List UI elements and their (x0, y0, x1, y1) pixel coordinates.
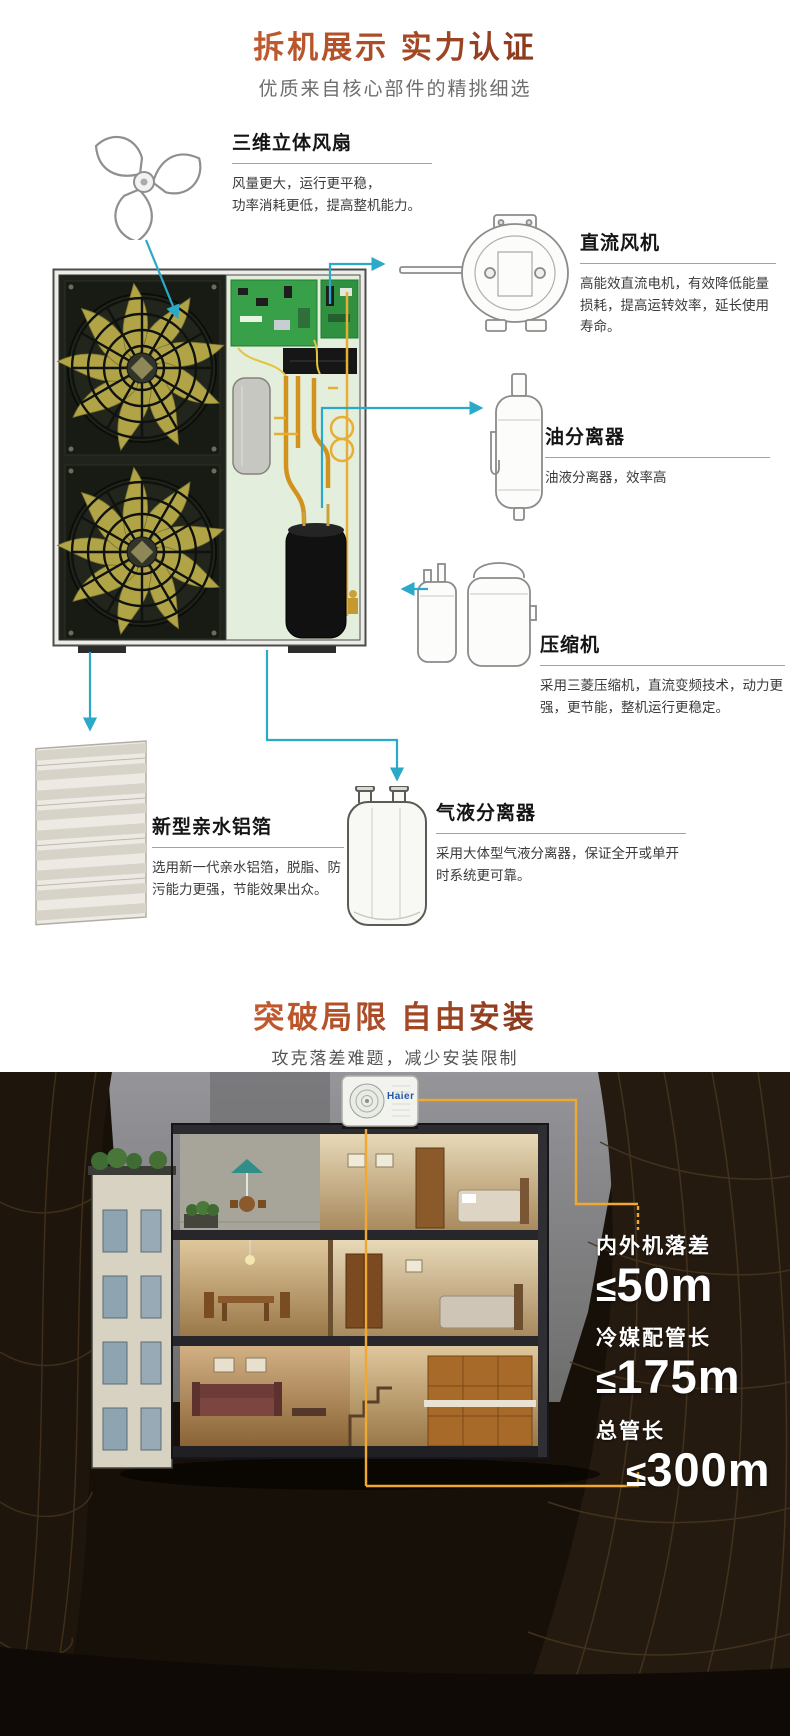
callout-foil-title: 新型亲水铝箔 (152, 817, 273, 838)
lte-symbol: ≤ (596, 1360, 617, 1402)
brand-logo: Haier (387, 1091, 415, 1102)
callout-arrows (82, 239, 484, 782)
callout-fan-desc: 风量更大，运行更平稳， 功率消耗更低，提高整机能力。 (232, 176, 421, 213)
divider (232, 163, 432, 164)
gas-liquid-separator-icon (347, 786, 427, 926)
compressor-icon (417, 562, 537, 667)
arrow-oil-separator (320, 400, 484, 508)
callout-gas-liquid: 气液分离器 采用大体型气液分离器，保证全开或单开时系统更可靠。 (436, 798, 686, 886)
callout-foil-desc: 选用新一代亲水铝箔，脱脂、防污能力更强，节能效果出众。 (152, 860, 341, 897)
callout-dc-fan: 直流风机 高能效直流电机，有效降低能量损耗，提高运转效率，延长使用寿命。 (580, 228, 776, 338)
spec-refrigerant-pipe-length: 冷媒配管长 ≤175m (596, 1322, 771, 1401)
divider (545, 457, 770, 458)
aluminum-foil-icon (35, 740, 147, 926)
pipe-route-lines (364, 1098, 640, 1488)
divider (580, 263, 776, 264)
spec-label: 总管长 (596, 1419, 665, 1443)
spec-label: 冷媒配管长 (596, 1327, 711, 1351)
arrow-fan (144, 239, 180, 320)
installation-photo: Haier 内外机落差 ≤50m 冷媒配管长 ≤175m 总管长 ≤300m (0, 1072, 790, 1736)
unit-vent-slits (392, 1085, 410, 1117)
callout-gas-liquid-desc: 采用大体型气液分离器，保证全开或单开时系统更可靠。 (436, 846, 679, 883)
installation-illustration (0, 1072, 790, 1736)
section2-title: 突破局限 自由安装 (253, 992, 537, 1037)
section1-subtitle: 优质来自核心部件的精挑细选 (258, 79, 532, 100)
divider (540, 665, 785, 666)
callout-compressor-desc: 采用三菱压缩机，直流变频技术，动力更强，更节能，整机运行更稳定。 (540, 678, 783, 715)
oil-separator-icon (490, 373, 543, 521)
section2-subtitle: 攻克落差难题，减少安装限制 (271, 1049, 519, 1068)
spec-value: ≤300m (626, 1442, 771, 1496)
spec-label: 内外机落差 (596, 1235, 711, 1258)
callout-dc-fan-title: 直流风机 (580, 233, 661, 254)
fan-blade-icon (94, 136, 202, 240)
outdoor-unit-exploded-illustration (52, 268, 367, 653)
dc-motor-icon (399, 214, 569, 332)
callout-fan-title: 三维立体风扇 (232, 133, 353, 154)
divider (436, 833, 686, 834)
rooftop-outdoor-unit (341, 1075, 419, 1129)
callout-compressor: 压缩机 采用三菱压缩机，直流变频技术，动力更强，更节能，整机运行更稳定。 (540, 630, 785, 718)
spec-height-difference: 内外机落差 ≤50m (596, 1230, 771, 1309)
arrow-gas-liquid (265, 650, 405, 782)
spec-value: ≤175m (596, 1350, 741, 1404)
section2-header: 突破局限 自由安装 攻克落差难题，减少安装限制 (0, 992, 790, 1069)
callout-foil: 新型亲水铝箔 选用新一代亲水铝箔，脱脂、防污能力更强，节能效果出众。 (152, 812, 344, 900)
curved-panel-lines-right (527, 1072, 790, 1736)
building-cutaway (88, 1123, 549, 1469)
callout-dc-fan-desc: 高能效直流电机，有效降低能量损耗，提高运转效率，延长使用寿命。 (580, 276, 769, 335)
installation-specs: 内外机落差 ≤50m 冷媒配管长 ≤175m 总管长 ≤300m (596, 1230, 771, 1507)
callout-compressor-title: 压缩机 (540, 635, 601, 656)
section1-title: 拆机展示 实力认证 (253, 22, 537, 67)
callout-oil-desc: 油液分离器，效率高 (545, 470, 667, 485)
section1-header: 拆机展示 实力认证 优质来自核心部件的精挑细选 (0, 22, 790, 101)
divider (152, 847, 344, 848)
callout-gas-liquid-title: 气液分离器 (436, 803, 537, 824)
lte-symbol: ≤ (626, 1452, 647, 1494)
spec-total-pipe-length: 总管长 ≤300m (596, 1415, 771, 1494)
lte-symbol: ≤ (596, 1268, 617, 1309)
arrow-dc-fan (328, 256, 386, 304)
callout-oil-title: 油分离器 (545, 427, 626, 448)
callout-oil: 油分离器 油液分离器，效率高 (545, 422, 770, 489)
spec-value: ≤50m (596, 1258, 714, 1311)
callout-fan: 三维立体风扇 风量更大，运行更平稳， 功率消耗更低，提高整机能力。 (232, 128, 432, 216)
